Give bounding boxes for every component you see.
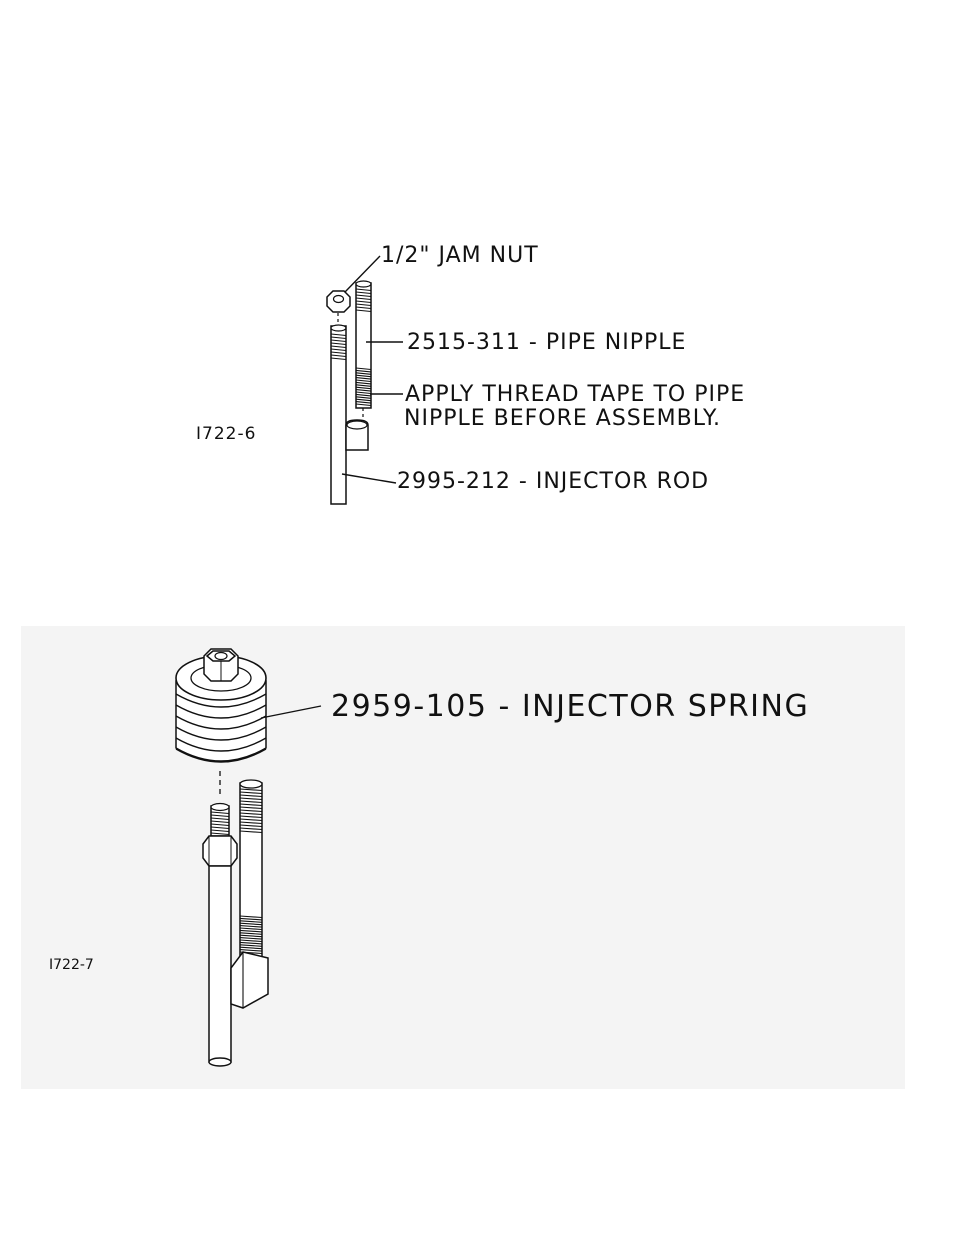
spring-hex-nut — [204, 649, 238, 681]
rod-hex-nut — [203, 836, 237, 866]
rod-socket-lower — [231, 952, 268, 1008]
callout-jam-nut: 1/2" JAM NUT — [381, 243, 539, 268]
callout-injector-spring: 2959-105 - INJECTOR SPRING — [331, 689, 809, 724]
callout-pipe-nipple: 2515-311 - PIPE NIPPLE — [407, 330, 686, 355]
callout-injector-rod: 2995-212 - INJECTOR ROD — [397, 469, 709, 494]
leader-injector-spring — [261, 706, 321, 718]
injector-rod-lower — [209, 866, 231, 1066]
rod-socket — [346, 420, 368, 450]
jam-nut — [327, 291, 350, 312]
pipe-nipple-lower — [240, 780, 262, 958]
injector-rod — [331, 325, 346, 504]
pipe-nipple — [356, 281, 371, 408]
figure-id-label-bottom: I722-7 — [49, 957, 94, 973]
figure-top-exploded-view: I722-6 1/2" JAM NUT 2515-311 - PIPE NIPP… — [0, 0, 954, 600]
callout-thread-tape-line2: NIPPLE BEFORE ASSEMBLY. — [404, 406, 721, 431]
figure-bottom-exploded-view: I722-7 2 — [21, 626, 905, 1089]
callout-thread-tape-line1: APPLY THREAD TAPE TO PIPE — [405, 382, 745, 407]
figure-id-label: I722-6 — [196, 424, 256, 444]
rod-top-thread — [211, 804, 229, 837]
leader-injector-rod — [342, 474, 396, 483]
